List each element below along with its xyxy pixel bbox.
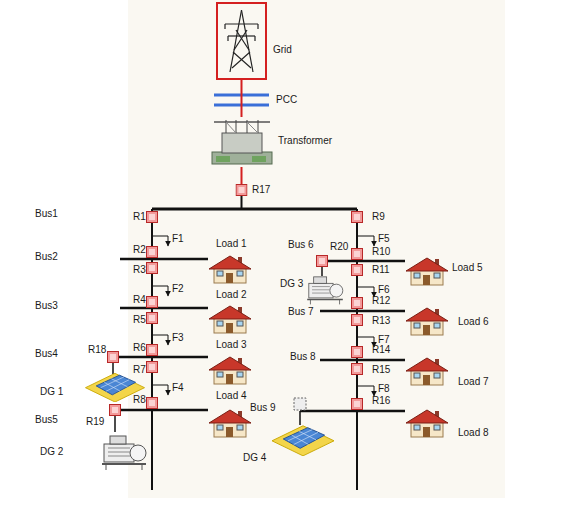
feeder-line	[241, 80, 243, 117]
label-text: Bus3	[35, 300, 58, 312]
grid-tower	[225, 10, 258, 72]
label-text: Bus2	[35, 251, 58, 263]
label-text: R1	[133, 211, 146, 223]
label-text: R11	[372, 264, 390, 276]
label-text: F2	[172, 283, 184, 295]
relay-symbol	[147, 263, 158, 274]
relay-symbol	[352, 315, 363, 326]
relay-symbol	[352, 298, 363, 309]
label-text: R17	[252, 184, 270, 196]
relay-symbol	[352, 364, 363, 375]
relay-symbol	[352, 249, 363, 260]
relay-symbol	[147, 345, 158, 356]
label-text: Load 4	[216, 390, 247, 402]
relay-symbol	[108, 352, 119, 363]
label-text: R19	[86, 416, 104, 428]
relay-symbol	[147, 297, 158, 308]
relay-symbol	[147, 362, 158, 373]
relay-symbol	[352, 265, 363, 276]
label-text: Load 7	[458, 376, 489, 388]
label-text: Load 5	[452, 262, 483, 274]
relay-symbol	[110, 405, 121, 416]
label-text: R18	[88, 344, 106, 356]
label-text: R3	[133, 264, 146, 276]
label-text: Load 8	[458, 427, 489, 439]
label-text: Load 2	[216, 289, 247, 301]
relay-symbol	[147, 398, 158, 409]
label-text: Bus 6	[288, 239, 314, 251]
label-text: Bus 7	[288, 306, 314, 318]
label-text: Load 6	[458, 316, 489, 328]
relay-symbol	[147, 247, 158, 258]
label-text: F3	[172, 332, 184, 344]
generator-icon	[307, 277, 343, 305]
house-icon	[406, 258, 448, 285]
relay-symbol	[147, 313, 158, 324]
house-icon	[406, 410, 448, 437]
transformer-icon	[212, 120, 272, 164]
label-text: F4	[172, 382, 184, 394]
house-icon	[406, 358, 448, 385]
generators	[85, 277, 342, 470]
transformer-box: Transformer	[208, 117, 275, 167]
label-text: R16	[372, 395, 390, 407]
house-icon	[209, 410, 251, 437]
solar-panel-icon	[272, 426, 334, 456]
pcc-bars	[214, 95, 269, 105]
label-text: DG 3	[280, 278, 303, 290]
label-text: R7	[133, 364, 146, 376]
label-text: Load 1	[216, 238, 247, 250]
label-text: F1	[172, 233, 184, 245]
label-text: F5	[378, 233, 390, 245]
label-text: Bus4	[35, 348, 58, 360]
label-text: DG 2	[40, 446, 63, 458]
fault-arrows	[153, 236, 374, 396]
label-text: DG 4	[243, 452, 266, 464]
relay-symbol	[236, 185, 247, 196]
label-text: R20	[330, 241, 348, 253]
label-text: Load 3	[216, 339, 247, 351]
label-text: F8	[378, 383, 390, 395]
relay-symbol	[317, 256, 328, 267]
house-icon	[209, 306, 251, 333]
label-text: R4	[133, 294, 146, 306]
label-text: F6	[378, 284, 390, 296]
relay-symbol	[352, 347, 363, 358]
label-text: R12	[372, 295, 390, 307]
label-text: F7	[378, 334, 390, 346]
label-text: R6	[133, 342, 146, 354]
label-text: Bus 8	[290, 351, 316, 363]
label-text: Bus1	[35, 208, 58, 220]
label-text: R15	[372, 364, 390, 376]
background-panel	[128, 0, 505, 498]
label-text: R2	[133, 244, 146, 256]
node-label: Grid	[273, 44, 292, 56]
node-label: Transformer	[278, 135, 332, 147]
label-text: R14	[372, 344, 390, 356]
loads	[209, 256, 448, 437]
label-text: Bus5	[35, 414, 58, 426]
house-icon	[209, 357, 251, 384]
grid-box: Grid	[216, 2, 267, 80]
house-icon	[406, 308, 448, 335]
label-text: DG 1	[40, 386, 63, 398]
relay-symbol	[352, 212, 363, 223]
relay-symbol	[352, 399, 363, 410]
label-text: R8	[133, 394, 146, 406]
label-text: R10	[372, 246, 390, 258]
relays	[108, 185, 363, 416]
house-icon	[209, 256, 251, 283]
label-text: R5	[133, 314, 146, 326]
label-text: PCC	[276, 94, 297, 106]
network-wires	[113, 167, 405, 490]
label-text: R13	[372, 315, 390, 327]
breaker-symbol	[294, 398, 306, 410]
generator-icon	[102, 436, 146, 470]
label-text: Bus 9	[250, 402, 276, 414]
relay-symbol	[147, 212, 158, 223]
label-text: R9	[372, 211, 385, 223]
